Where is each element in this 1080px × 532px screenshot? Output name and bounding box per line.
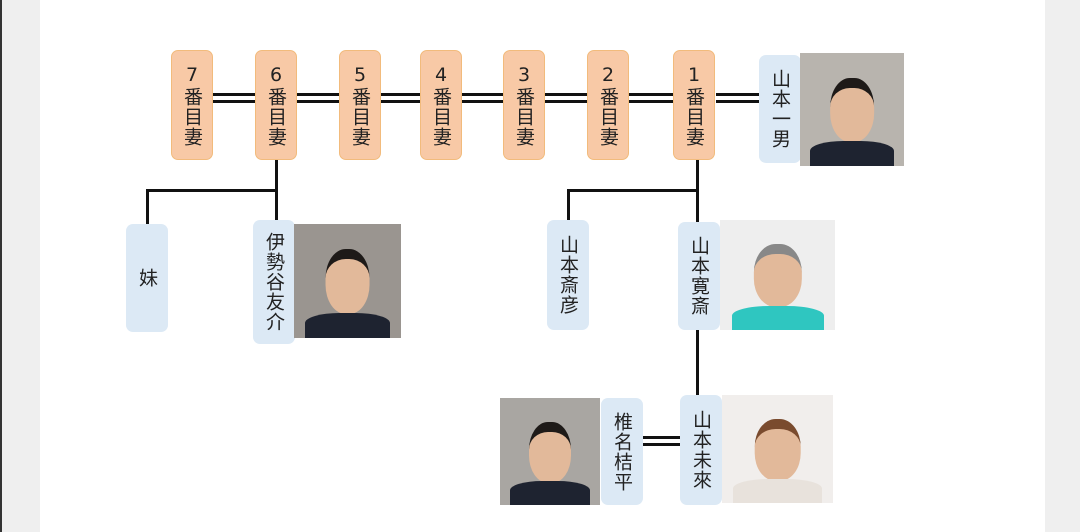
window-edge <box>0 0 2 532</box>
photo-shiina-kippei <box>500 398 600 505</box>
marriage-line <box>629 93 673 103</box>
tree-line <box>146 189 149 224</box>
wife-4: 4番目妻 <box>420 50 462 160</box>
marriage-line <box>297 93 339 103</box>
person-yamamoto-saihiko: 山本斎彦 <box>547 220 589 330</box>
tree-line <box>696 330 699 395</box>
person-sister: 妹 <box>126 224 168 332</box>
person-yamamoto-mirai: 山本未來 <box>680 395 722 505</box>
wife-3: 3番目妻 <box>503 50 545 160</box>
marriage-line <box>545 93 587 103</box>
marriage-line <box>716 93 759 103</box>
wife-5: 5番目妻 <box>339 50 381 160</box>
person-iseya-yusuke: 伊勢谷友介 <box>253 220 295 344</box>
tree-line <box>275 189 278 220</box>
tree-line <box>146 189 278 192</box>
marriage-line <box>381 93 420 103</box>
wife-1: 1番目妻 <box>673 50 715 160</box>
photo-yamamoto-kansai <box>720 220 835 330</box>
tree-line <box>275 160 278 192</box>
marriage-line <box>643 436 680 446</box>
photo-yamamoto-mirai <box>722 395 833 503</box>
person-yamamoto-kansai: 山本寛斎 <box>678 222 720 330</box>
wife-6: 6番目妻 <box>255 50 297 160</box>
wife-2: 2番目妻 <box>587 50 629 160</box>
marriage-line <box>462 93 503 103</box>
wife-7: 7番目妻 <box>171 50 213 160</box>
tree-line <box>567 189 699 192</box>
person-yamamoto-kazuo: 山本一男 <box>759 55 801 163</box>
tree-line <box>567 189 570 220</box>
person-shiina-kippei: 椎名桔平 <box>601 398 643 505</box>
photo-iseya-yusuke <box>294 224 401 338</box>
marriage-line <box>213 93 255 103</box>
photo-yamamoto-kazuo <box>800 53 904 166</box>
